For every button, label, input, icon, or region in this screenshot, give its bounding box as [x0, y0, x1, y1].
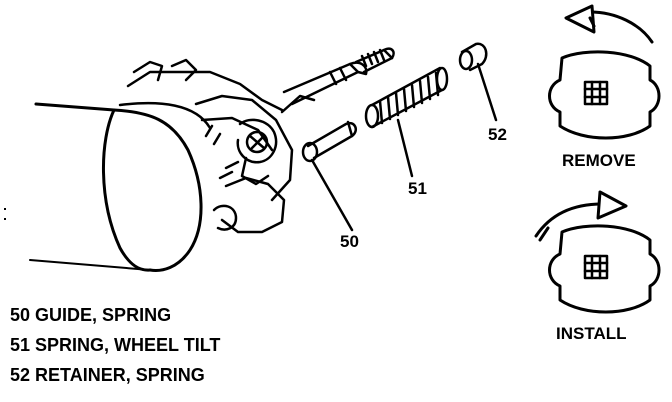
legend-text: SPRING, WHEEL TILT [35, 335, 221, 355]
remove-label: REMOVE [562, 151, 636, 170]
legend-number: 51 [10, 335, 31, 355]
tilt-head-housing [126, 58, 316, 234]
install-label: INSTALL [556, 324, 627, 343]
tilt-shaft [282, 47, 395, 106]
legend-text: RETAINER, SPRING [35, 365, 205, 385]
legend-number: 50 [10, 305, 31, 325]
wheel-tilt-spring-part [364, 66, 449, 129]
legend-text: GUIDE, SPRING [35, 305, 172, 325]
legend-item: 52 RETAINER, SPRING [10, 360, 220, 390]
leader-lines [310, 62, 498, 232]
scan-marks [4, 208, 6, 220]
spring-retainer-part [458, 42, 488, 72]
callout-50: 50 [340, 232, 359, 251]
spring-guide-part [301, 120, 357, 163]
callout-51: 51 [408, 179, 427, 198]
legend-item: 50 GUIDE, SPRING [10, 300, 220, 330]
callout-52: 52 [488, 125, 507, 144]
remove-rotation-icon [548, 4, 661, 140]
legend-number: 52 [10, 365, 31, 385]
leader-52 [476, 62, 498, 122]
parts-legend: 50 GUIDE, SPRING 51 SPRING, WHEEL TILT 5… [10, 300, 220, 390]
install-rotation-icon [534, 190, 661, 314]
legend-item: 51 SPRING, WHEEL TILT [10, 330, 220, 360]
leader-50 [310, 158, 354, 232]
remove-knob-grid-icon [583, 80, 609, 106]
column-housing [29, 101, 212, 272]
install-knob-grid-icon [583, 254, 609, 280]
leader-51 [396, 118, 414, 178]
